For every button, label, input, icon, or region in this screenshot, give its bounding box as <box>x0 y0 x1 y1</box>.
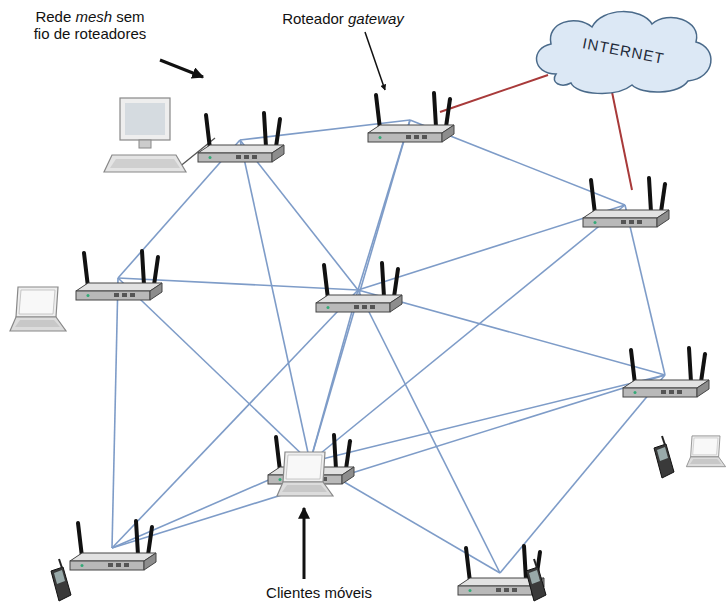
label-word: Roteador <box>282 10 348 27</box>
phone-left <box>51 559 71 601</box>
laptop-left <box>10 287 66 331</box>
routers <box>70 93 709 595</box>
cloud-node: INTERNET <box>526 2 720 98</box>
phone-center <box>526 559 546 601</box>
label-word: roteadores <box>75 25 147 42</box>
callout-label: Clientes móveis <box>244 584 394 601</box>
label-word: fio <box>34 25 54 42</box>
callout-label: Rede mesh sem fio de roteadores <box>26 8 154 42</box>
laptop-center <box>277 452 333 496</box>
mesh-links <box>112 120 665 573</box>
label-word: mesh <box>75 8 116 25</box>
label-word: sem <box>116 8 144 25</box>
leader-arrow <box>160 60 203 77</box>
label-word: de <box>54 25 75 42</box>
label-word: gateway <box>348 10 404 27</box>
leader-arrow <box>303 508 306 579</box>
callout-label: Roteador gateway <box>268 10 418 27</box>
label-word: Rede <box>35 8 75 25</box>
label-word: móveis <box>324 584 372 601</box>
laptop-right <box>686 436 725 467</box>
leader-arrow <box>365 32 385 90</box>
desktop-computer <box>104 98 186 172</box>
label-word: Clientes <box>266 584 324 601</box>
phone-right <box>654 436 674 478</box>
